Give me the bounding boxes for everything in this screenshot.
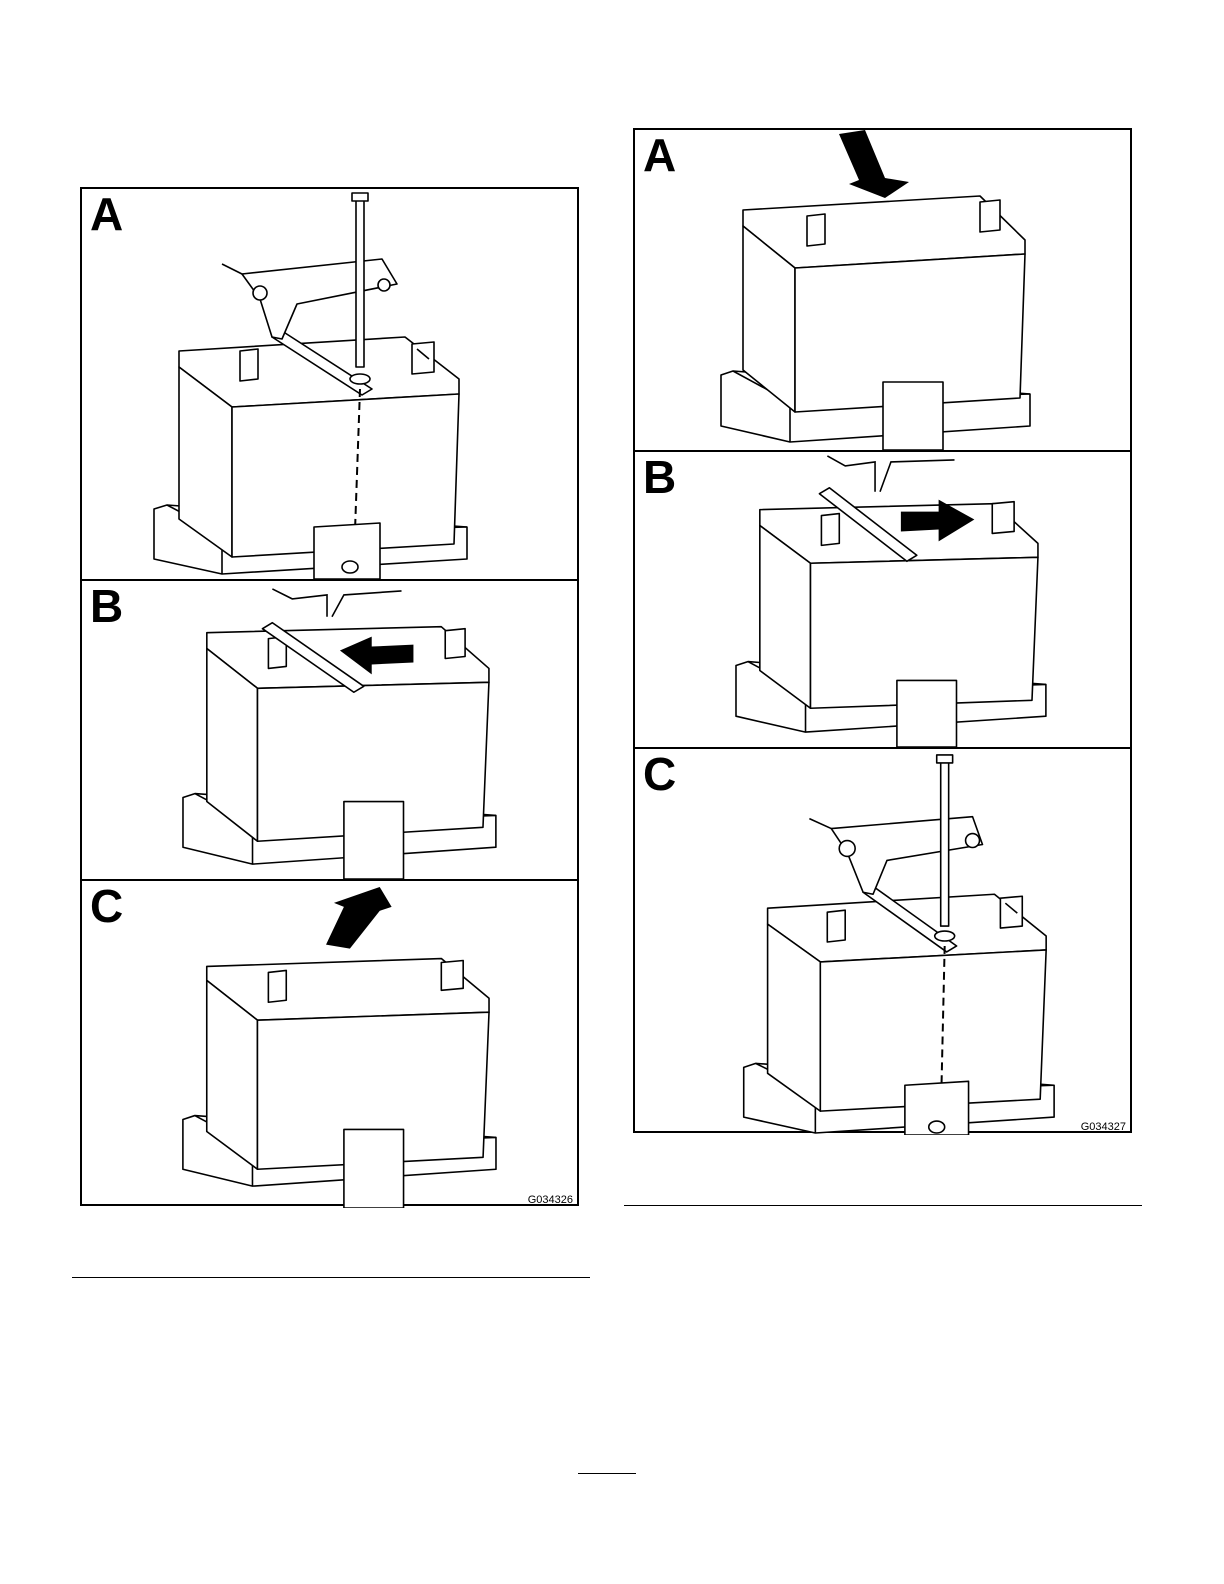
figure-code: G034326 xyxy=(528,1194,573,1206)
panel-c-right: C G034327 xyxy=(635,747,1130,1135)
panel-a-right: A xyxy=(635,130,1130,450)
panel-b-right: B xyxy=(635,450,1130,747)
panel-label: A xyxy=(643,132,676,178)
panel-label: C xyxy=(90,883,123,929)
panel-label: A xyxy=(90,191,123,237)
panel-a-left: A xyxy=(82,189,577,579)
panel-label: B xyxy=(643,454,676,500)
figure-battery-installation: A B C xyxy=(633,128,1132,1133)
panel-label: B xyxy=(90,583,123,629)
bolt-icon xyxy=(941,759,949,926)
figure-battery-removal: A B xyxy=(80,187,579,1206)
arrow-icon xyxy=(839,130,909,198)
panel-b-left: B xyxy=(82,579,577,879)
divider-line xyxy=(72,1277,590,1278)
battery-icon xyxy=(82,189,577,579)
arrow-icon xyxy=(326,887,392,949)
panel-label: C xyxy=(643,751,676,797)
divider-line xyxy=(624,1205,1142,1206)
figure-code: G034327 xyxy=(1081,1121,1126,1133)
bolt-icon xyxy=(356,197,364,367)
page-number-rule xyxy=(578,1473,636,1474)
panel-c-left: C G034326 xyxy=(82,879,577,1208)
